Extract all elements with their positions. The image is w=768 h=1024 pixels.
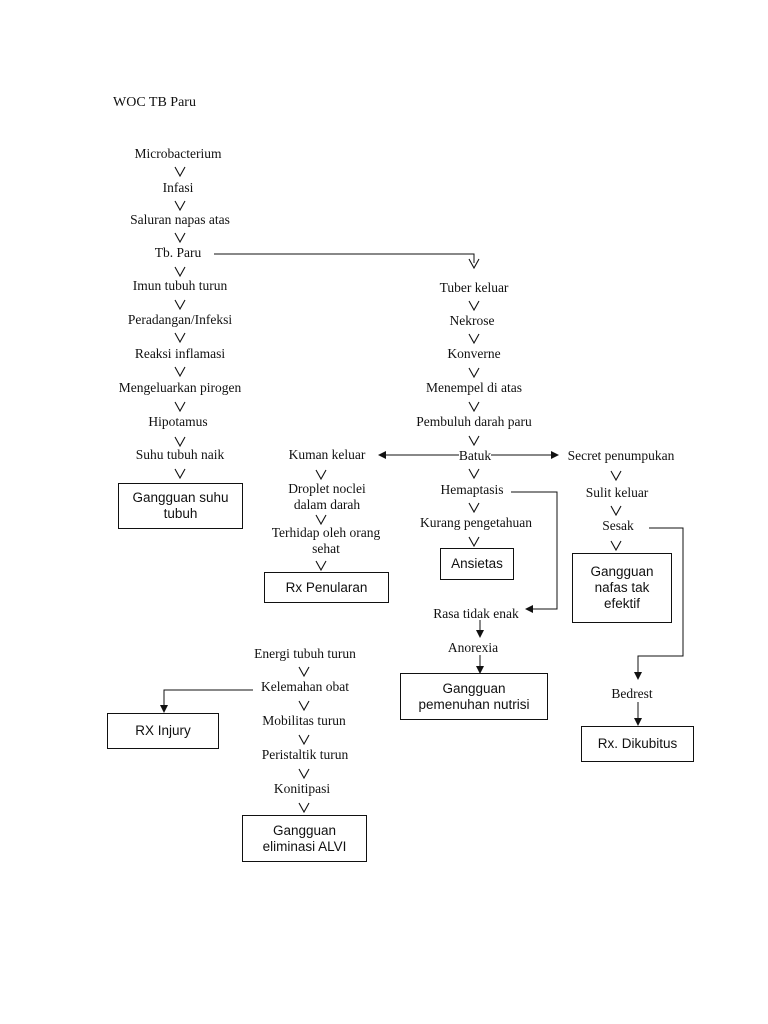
node-hipotamus: Hipotamus [148, 414, 208, 429]
node-terhidap-orang-sehat: Terhidap oleh orang sehat [271, 525, 381, 556]
node-sulit-keluar: Sulit keluar [585, 485, 649, 500]
box-rx-penularan: Rx Penularan [264, 572, 389, 603]
node-menempel-di-atas: Menempel di atas [426, 380, 522, 395]
chevrons-kuman-branch [315, 469, 327, 572]
node-mengeluarkan-pirogen: Mengeluarkan pirogen [118, 380, 242, 395]
chevrons-center-column [468, 258, 480, 548]
node-imun-tubuh-turun: Imun tubuh turun [132, 278, 228, 293]
node-sesak: Sesak [602, 518, 634, 533]
node-batuk: Batuk [458, 448, 492, 463]
node-konitipasi: Konitipasi [273, 781, 331, 796]
node-kuman-keluar: Kuman keluar [288, 447, 366, 462]
node-reaksi-inflamasi: Reaksi inflamasi [134, 346, 226, 361]
node-droplet-noclei: Droplet noclei dalam darah [288, 481, 366, 512]
node-tb-paru: Tb. Paru [154, 245, 202, 260]
node-kelemahan-obat: Kelemahan obat [260, 679, 350, 694]
box-rx-dikubitus: Rx. Dikubitus [581, 726, 694, 762]
page-title: WOC TB Paru [113, 95, 196, 110]
box-rx-injury: RX Injury [107, 713, 219, 749]
node-nekrose: Nekrose [449, 313, 495, 328]
node-saluran-napas-atas: Saluran napas atas [130, 212, 230, 227]
node-energi-tubuh-turun: Energi tubuh turun [254, 646, 356, 661]
box-gangguan-pemenuhan-nutrisi: Gangguan pemenuhan nutrisi [400, 673, 548, 720]
node-suhu-tubuh-naik: Suhu tubuh naik [135, 447, 225, 462]
box-gangguan-eliminasi-alvi: Gangguan eliminasi ALVI [242, 815, 367, 862]
node-mobilitas-turun: Mobilitas turun [262, 713, 346, 728]
chevrons-left-column [174, 166, 186, 480]
node-microbacterium: Microbacterium [134, 146, 222, 161]
node-hemaptasis: Hemaptasis [440, 482, 504, 497]
chevrons-energi-column [298, 666, 310, 814]
node-kurang-pengetahuan: Kurang pengetahuan [419, 515, 533, 530]
node-infasi: Infasi [162, 180, 194, 195]
node-bedrest: Bedrest [611, 686, 653, 701]
node-rasa-tidak-enak: Rasa tidak enak [433, 606, 519, 621]
chevrons-secret-branch [610, 470, 622, 552]
node-peristaltik-turun: Peristaltik turun [261, 747, 349, 762]
box-gangguan-nafas-tak-efektif: Gangguan nafas tak efektif [572, 553, 672, 623]
node-pembuluh-darah-paru: Pembuluh darah paru [416, 414, 532, 429]
connectors [160, 253, 684, 726]
node-tuber-keluar: Tuber keluar [439, 280, 509, 295]
box-ansietas: Ansietas [440, 548, 514, 580]
node-konverne: Konverne [447, 346, 501, 361]
node-peradangan-infeksi: Peradangan/Infeksi [127, 312, 233, 327]
node-anorexia: Anorexia [447, 640, 499, 655]
node-secret-penumpukan: Secret penumpukan [567, 448, 675, 463]
box-gangguan-suhu-tubuh: Gangguan suhu tubuh [118, 483, 243, 529]
